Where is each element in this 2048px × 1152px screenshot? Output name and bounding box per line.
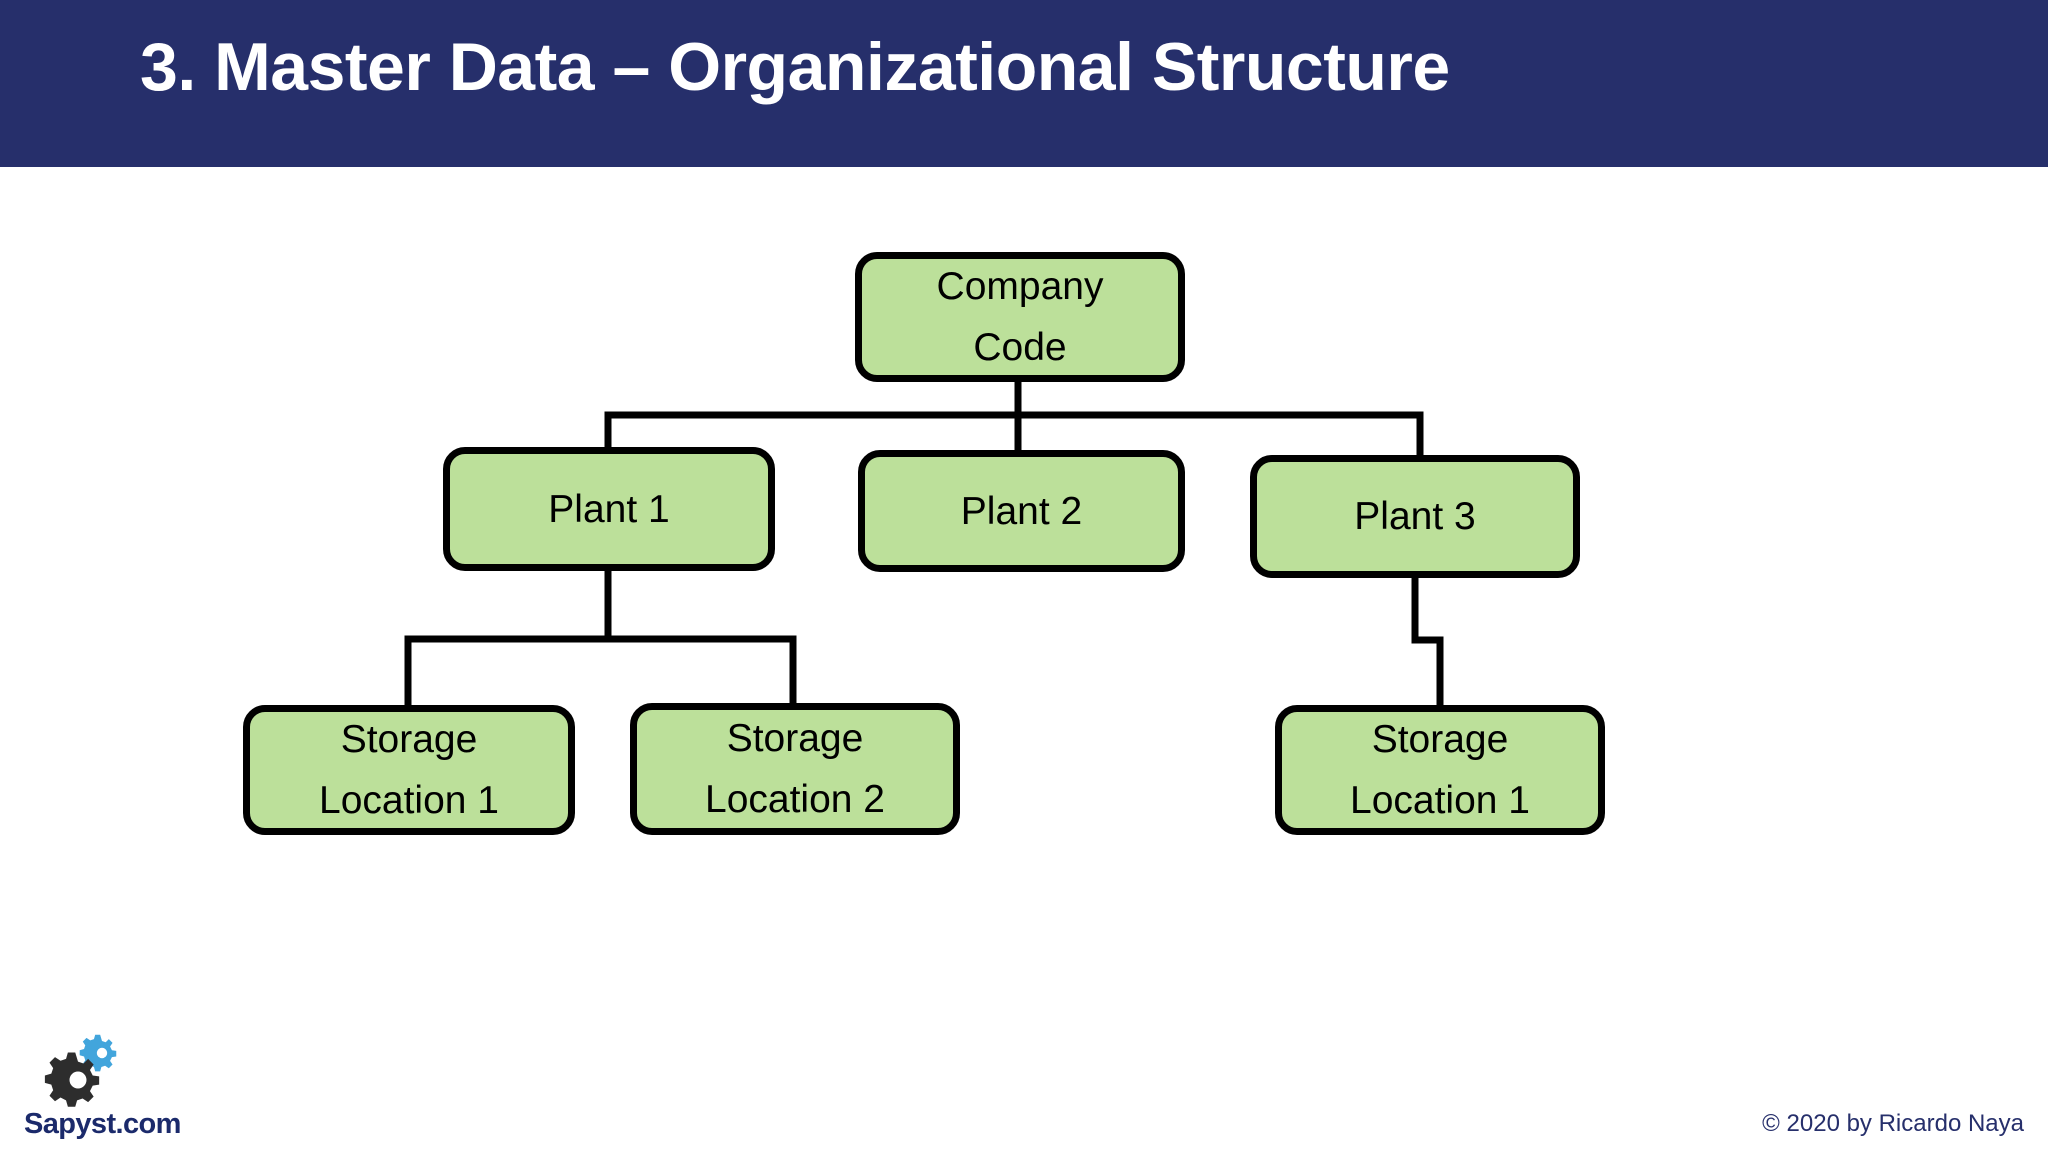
org-structure-diagram: Company Code Plant 1 Plant 2 Plant 3 Sto… [0, 167, 2048, 987]
node-company-code[interactable]: Company Code [855, 252, 1185, 382]
node-label-line: Plant 2 [960, 489, 1083, 533]
node-label-line: Plant 1 [548, 487, 670, 531]
node-label-line: Storage [1371, 718, 1509, 761]
node-label-line: Company [936, 265, 1104, 308]
node-plant-1[interactable]: Plant 1 [443, 447, 775, 571]
node-label-line: Location 1 [319, 779, 499, 822]
copyright-notice: © 2020 by Ricardo Naya [1762, 1110, 2024, 1137]
node-label-line: Plant 3 [1354, 495, 1476, 538]
connector-lines [404, 378, 1444, 709]
node-label-line: Location 1 [1350, 779, 1530, 822]
logo-wordmark: Sapyst.com [24, 1108, 181, 1140]
node-label-line: Storage [726, 717, 864, 760]
gears-icon [44, 1034, 117, 1107]
node-plant-2[interactable]: Plant 2 [858, 450, 1185, 572]
title-bar: 3. Master Data – Organizational Structur… [0, 0, 2048, 167]
page-title: 3. Master Data – Organizational Structur… [140, 29, 1450, 105]
edge-plant3-to-storage [1411, 574, 1444, 709]
node-storage-location-1b[interactable]: Storage Location 1 [1275, 705, 1605, 835]
node-plant-3[interactable]: Plant 3 [1250, 455, 1580, 578]
node-label-line: Storage [340, 718, 478, 761]
node-label-line: Code [973, 326, 1067, 369]
node-storage-location-1a[interactable]: Storage Location 1 [243, 705, 575, 835]
node-storage-location-2[interactable]: Storage Location 2 [630, 703, 960, 835]
sapyst-logo[interactable]: Sapyst.com [24, 1032, 214, 1142]
node-label-line: Location 2 [705, 778, 885, 821]
